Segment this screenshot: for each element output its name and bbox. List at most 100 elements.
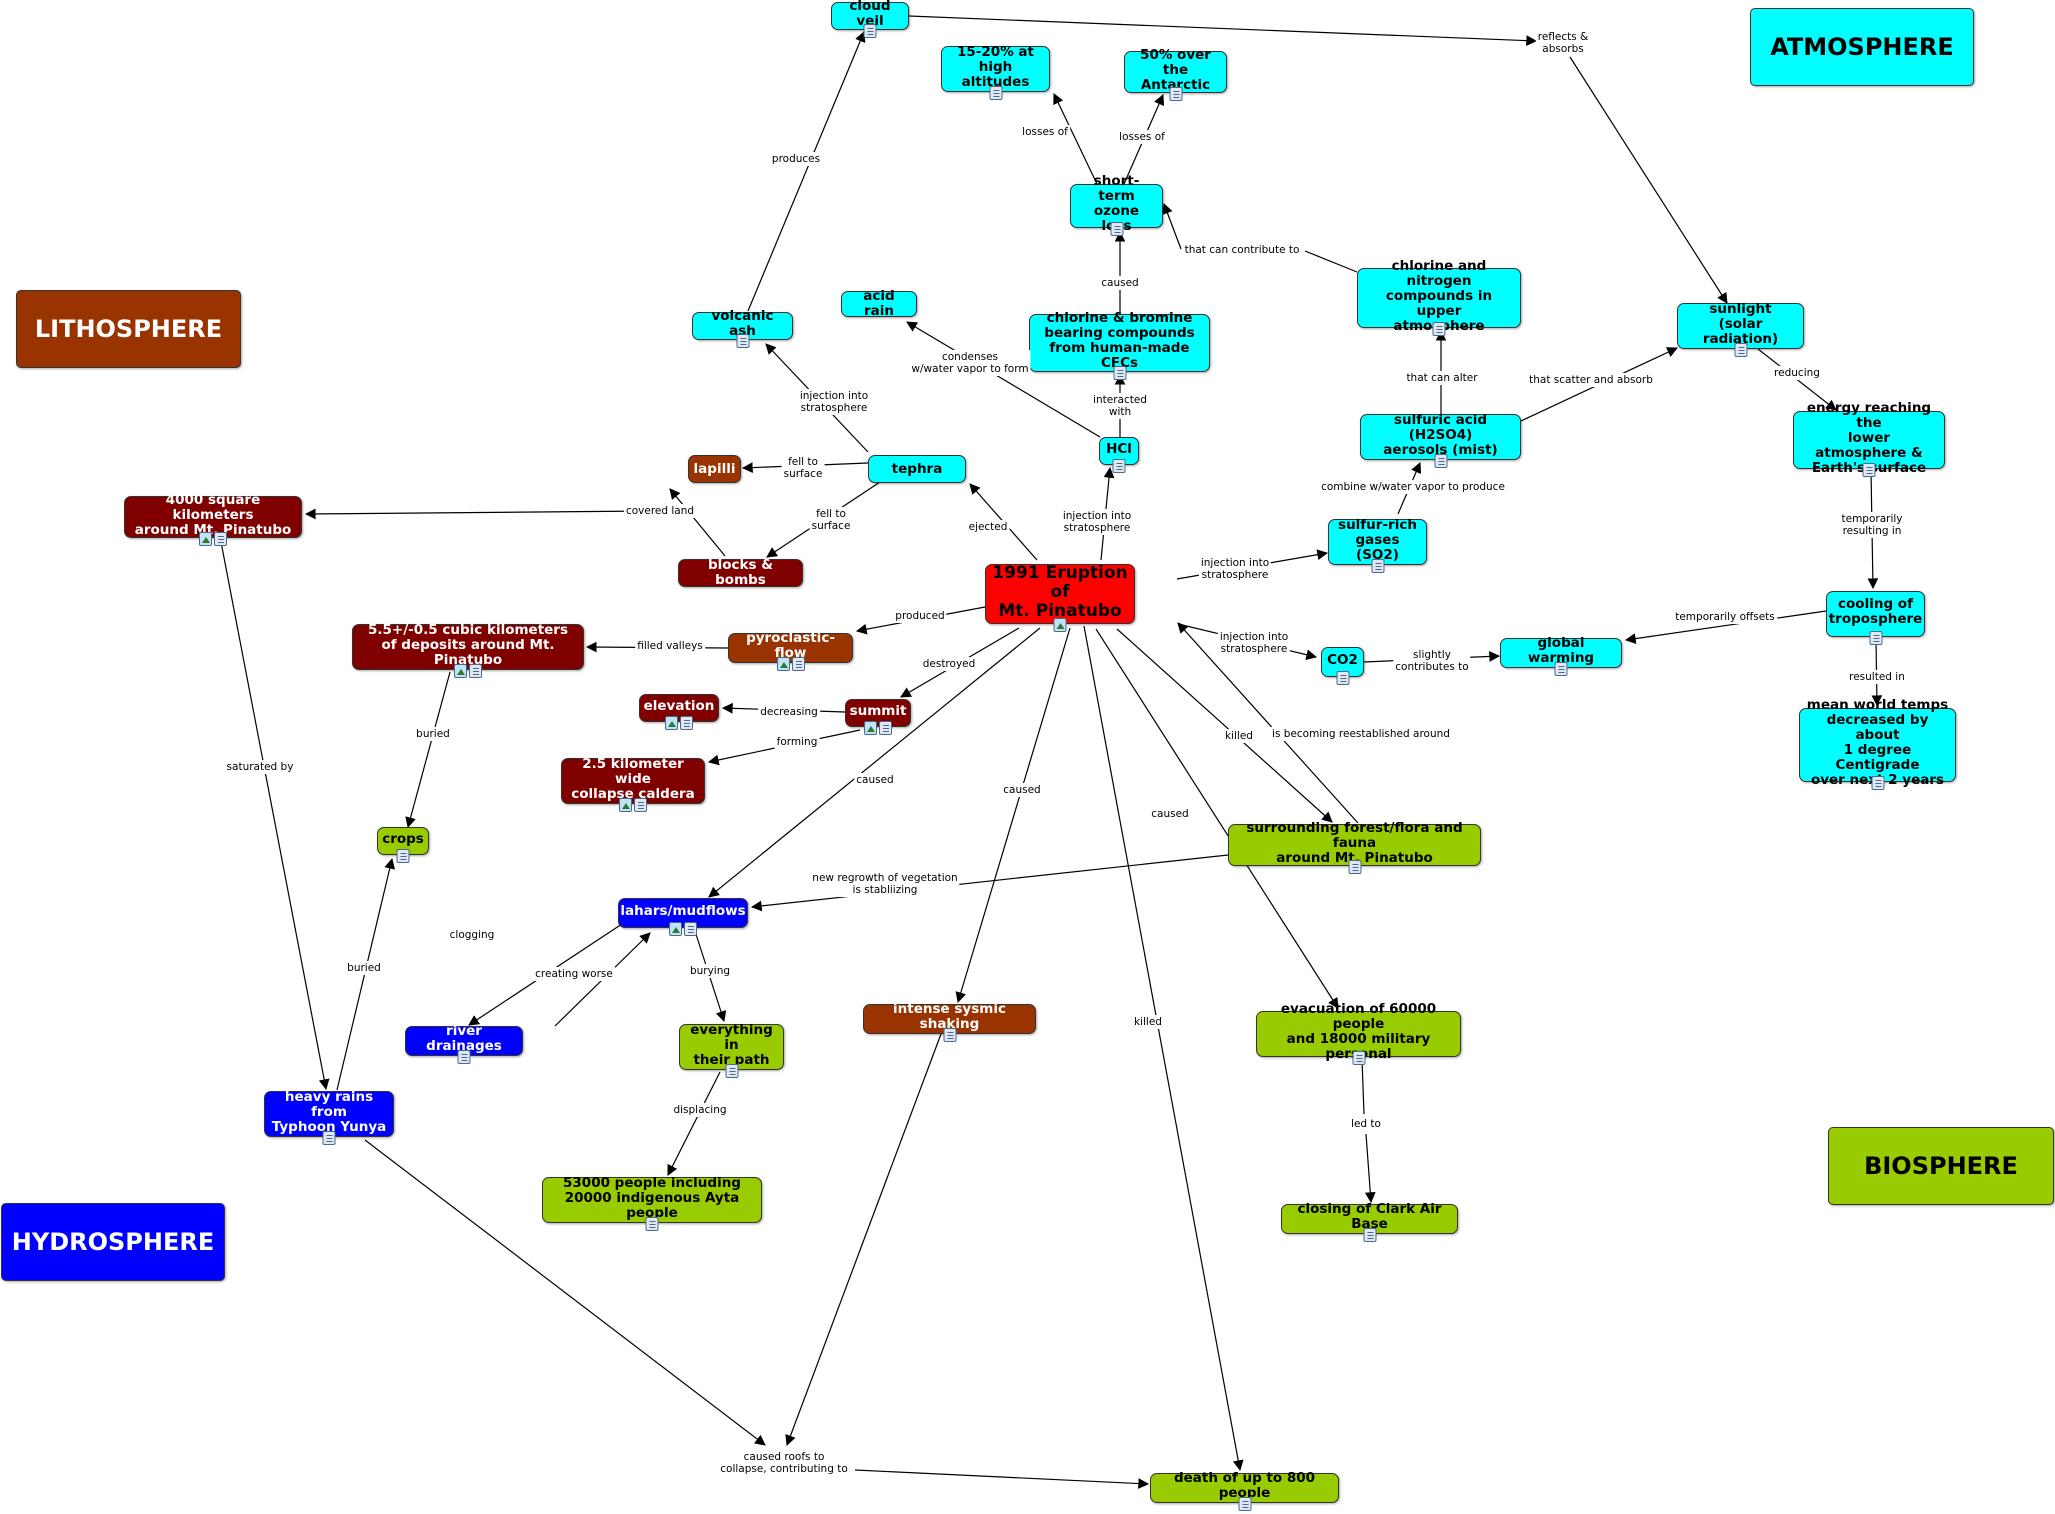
document-resource-icon[interactable] xyxy=(863,24,877,38)
node-people-53000[interactable]: 53000 people including 20000 indigenous … xyxy=(542,1175,762,1231)
document-resource-icon[interactable] xyxy=(645,1217,659,1231)
document-resource-icon[interactable] xyxy=(1112,459,1126,473)
document-resource-icon[interactable] xyxy=(1432,322,1446,336)
link-label-fell1: fell to surface xyxy=(781,455,825,481)
document-resource-icon[interactable] xyxy=(684,922,697,936)
node-antarctic[interactable]: 50% over the Antarctic xyxy=(1124,47,1227,101)
node-label: 4000 square kilometers around Mt. Pinatu… xyxy=(134,491,292,538)
node-everything[interactable]: everything in their path xyxy=(679,1022,784,1078)
image-resource-icon[interactable] xyxy=(619,798,632,812)
node-pyroclastic[interactable]: pyroclastic-flow xyxy=(728,631,853,671)
image-resource-icon[interactable] xyxy=(454,664,467,678)
node-sunlight[interactable]: sunlight (solar radiation) xyxy=(1677,301,1804,357)
document-resource-icon[interactable] xyxy=(879,721,892,735)
node-shaking[interactable]: intense sysmic shaking xyxy=(863,1002,1036,1042)
image-resource-icon[interactable] xyxy=(669,922,682,936)
document-resource-icon[interactable] xyxy=(634,798,647,812)
link-label-interacted: interacted with xyxy=(1091,393,1149,419)
document-resource-icon[interactable] xyxy=(1348,860,1361,874)
document-resource-icon[interactable] xyxy=(1363,1228,1376,1242)
node-resource-icons xyxy=(457,1050,471,1064)
node-caldera[interactable]: 2.5 kilometer wide collapse caldera xyxy=(561,756,705,812)
document-resource-icon[interactable] xyxy=(396,849,410,863)
document-resource-icon[interactable] xyxy=(1871,776,1884,790)
document-resource-icon[interactable] xyxy=(469,664,482,678)
document-resource-icon[interactable] xyxy=(1554,662,1568,676)
document-resource-icon[interactable] xyxy=(1336,671,1349,685)
document-resource-icon[interactable] xyxy=(322,1131,336,1145)
node-resource-icons xyxy=(1871,776,1884,790)
node-label: sulfur-rich gases (SO2) xyxy=(1338,516,1417,563)
node-crops[interactable]: crops xyxy=(377,827,429,863)
node-lithosphere[interactable]: LITHOSPHERE xyxy=(16,290,241,368)
node-high-altitudes[interactable]: 15-20% at high altitudes xyxy=(941,44,1050,100)
document-resource-icon[interactable] xyxy=(1434,454,1447,468)
node-eruption[interactable]: 1991 Eruption of Mt. Pinatubo xyxy=(985,563,1135,632)
image-resource-icon[interactable] xyxy=(776,657,790,671)
node-volcanic-ash[interactable]: volcanic ash xyxy=(692,309,793,348)
document-resource-icon[interactable] xyxy=(1869,631,1882,645)
document-resource-icon[interactable] xyxy=(1110,222,1123,236)
node-sq-km[interactable]: 4000 square kilometers around Mt. Pinatu… xyxy=(124,491,302,546)
document-resource-icon[interactable] xyxy=(457,1050,471,1064)
node-elevation[interactable]: elevation xyxy=(639,694,719,730)
document-resource-icon[interactable] xyxy=(736,334,749,348)
node-chlorine-nitrogen[interactable]: chlorine and nitrogen compounds in upper… xyxy=(1357,258,1521,336)
node-biosphere[interactable]: BIOSPHERE xyxy=(1828,1127,2054,1205)
node-cooling[interactable]: cooling of troposphere xyxy=(1826,591,1925,645)
image-resource-icon[interactable] xyxy=(1053,618,1067,632)
node-clark[interactable]: closing of Clark Air Base xyxy=(1281,1202,1458,1242)
node-resource-icons xyxy=(454,664,482,678)
document-resource-icon[interactable] xyxy=(791,657,805,671)
node-ozone-loss[interactable]: short-term ozone loss xyxy=(1070,174,1163,236)
node-lahars[interactable]: lahars/mudflows xyxy=(618,898,748,936)
node-resource-icons xyxy=(1110,222,1123,236)
node-hcl[interactable]: HCl xyxy=(1099,437,1139,473)
node-evacuation[interactable]: evacuation of 60000 people and 18000 mil… xyxy=(1256,1002,1461,1065)
node-sulfur[interactable]: sulfur-rich gases (SO2) xyxy=(1328,516,1427,573)
node-cfcs[interactable]: chlorine & bromine bearing compounds fro… xyxy=(1029,311,1210,380)
node-blocks[interactable]: blocks & bombs xyxy=(678,558,803,588)
node-cubic-km[interactable]: 5.5+/-0.5 cubic kilometers of deposits a… xyxy=(352,622,584,678)
node-label: lapilli xyxy=(693,460,736,477)
node-sulfuric[interactable]: sulfuric acid (H2SO4) aerosols (mist) xyxy=(1360,412,1521,468)
document-resource-icon[interactable] xyxy=(989,86,1002,100)
node-hydrosphere[interactable]: HYDROSPHERE xyxy=(1,1203,225,1281)
node-lapilli[interactable]: lapilli xyxy=(688,455,741,483)
node-atmosphere[interactable]: ATMOSPHERE xyxy=(1750,8,1974,86)
link-label-inj-strat-so2: injection into stratosphere xyxy=(1198,556,1272,582)
document-resource-icon[interactable] xyxy=(1113,366,1126,380)
document-resource-icon[interactable] xyxy=(1169,87,1182,101)
document-resource-icon[interactable] xyxy=(680,716,693,730)
node-cloud-veil[interactable]: cloud veil xyxy=(831,0,909,38)
node-label: river drainages xyxy=(426,1023,502,1054)
document-resource-icon[interactable] xyxy=(943,1028,956,1042)
node-river[interactable]: river drainages xyxy=(405,1023,523,1064)
link-line xyxy=(304,508,655,520)
node-death[interactable]: death of up to 800 people xyxy=(1150,1471,1339,1511)
node-mean-temps[interactable]: mean world temps decreased by about 1 de… xyxy=(1799,698,1956,790)
node-global-warming[interactable]: global warming xyxy=(1500,636,1622,676)
document-resource-icon[interactable] xyxy=(1352,1051,1365,1065)
document-resource-icon[interactable] xyxy=(725,1064,738,1078)
link-label-caused-lahars: caused xyxy=(854,773,896,787)
node-acid-rain[interactable]: acid rain xyxy=(841,289,917,319)
node-resource-icons xyxy=(1371,559,1384,573)
image-resource-icon[interactable] xyxy=(665,716,678,730)
document-resource-icon[interactable] xyxy=(214,532,227,546)
node-summit[interactable]: summit xyxy=(845,699,911,735)
document-resource-icon[interactable] xyxy=(1862,463,1876,477)
node-resource-icons xyxy=(322,1131,336,1145)
node-typhoon[interactable]: heavy rains from Typhoon Yunya xyxy=(264,1089,394,1145)
document-resource-icon[interactable] xyxy=(1238,1497,1251,1511)
node-energy[interactable]: energy reaching the lower atmosphere & E… xyxy=(1793,400,1945,477)
link-line xyxy=(1095,628,1339,1009)
document-resource-icon[interactable] xyxy=(1734,343,1747,357)
document-resource-icon[interactable] xyxy=(1371,559,1384,573)
image-resource-icon[interactable] xyxy=(864,721,877,735)
node-forest[interactable]: surrounding forest/flora and fauna aroun… xyxy=(1228,820,1481,874)
image-resource-icon[interactable] xyxy=(199,532,212,546)
node-co2[interactable]: CO2 xyxy=(1321,647,1364,685)
node-tephra[interactable]: tephra xyxy=(868,455,966,483)
